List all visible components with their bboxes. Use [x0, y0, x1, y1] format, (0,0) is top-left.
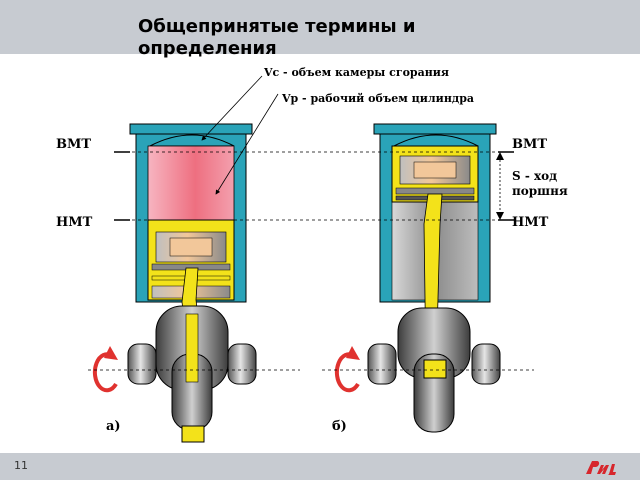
- footer-bar: [0, 453, 640, 480]
- tdc-label-right: ВМТ: [512, 137, 547, 152]
- bdc-label-right: НМТ: [512, 215, 549, 230]
- tdc-label-left: ВМТ: [56, 137, 91, 152]
- bdc-label-left: НМТ: [56, 215, 93, 230]
- engine-diagram: Vс - объем камеры сгорания Vр - рабочий …: [56, 66, 568, 443]
- vp-leader: [215, 93, 279, 195]
- stroke-label-line2: поршня: [512, 184, 568, 198]
- rotation-arrow-left: [92, 352, 118, 393]
- vp-label: Vр - рабочий объем цилиндра: [281, 92, 474, 105]
- vc-leader: [201, 75, 263, 141]
- caption-b: б): [332, 419, 347, 434]
- engine-right: [322, 123, 534, 433]
- page-number: 11: [14, 459, 28, 472]
- engine-left: [88, 123, 300, 443]
- combustion-chamber: [147, 145, 235, 221]
- rzd-logo-icon: [586, 461, 616, 475]
- stroke-label-line1: S - ход: [512, 169, 557, 183]
- vc-label: Vс - объем камеры сгорания: [263, 66, 449, 79]
- header-bar: [0, 0, 640, 54]
- caption-a: а): [106, 419, 121, 434]
- slide-title: Общепринятые термины и определения: [138, 16, 416, 59]
- rotation-arrow-right: [334, 352, 360, 393]
